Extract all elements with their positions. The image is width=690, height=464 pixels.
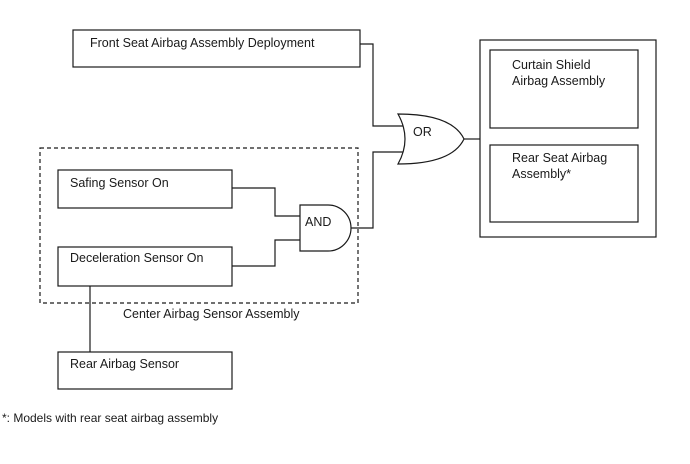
and-gate [299,204,352,252]
safing-sensor-block [57,169,233,209]
wire-decel-to-and [232,239,300,267]
curtain-shield-label: Curtain Shield Airbag Assembly [512,58,606,88]
front-seat-label: Front Seat Airbag Assembly Deployment [90,36,315,50]
and-gate-label: AND [305,215,332,229]
rear-airbag-sensor-label: Rear Airbag Sensor [70,357,180,371]
or-gate-label: OR [413,125,432,139]
center-sensor-group-label: Center Airbag Sensor Assembly [123,307,300,321]
rear-seat-block [489,144,639,223]
or-gate [396,113,465,165]
rear-seat-label: Rear Seat Airbag Assembly* [512,151,608,181]
wire-and-to-or [351,151,403,229]
curtain-shield-block [489,49,639,129]
deceleration-sensor-label: Deceleration Sensor On [70,251,204,265]
safing-sensor-label: Safing Sensor On [70,176,169,190]
front-seat-block [72,29,361,68]
footnote: *: Models with rear seat airbag assembly [2,411,219,425]
wire-front-to-or [360,43,403,127]
center-sensor-group [39,147,359,304]
wire-safing-to-and [232,187,300,217]
rear-airbag-sensor-block [57,351,233,390]
